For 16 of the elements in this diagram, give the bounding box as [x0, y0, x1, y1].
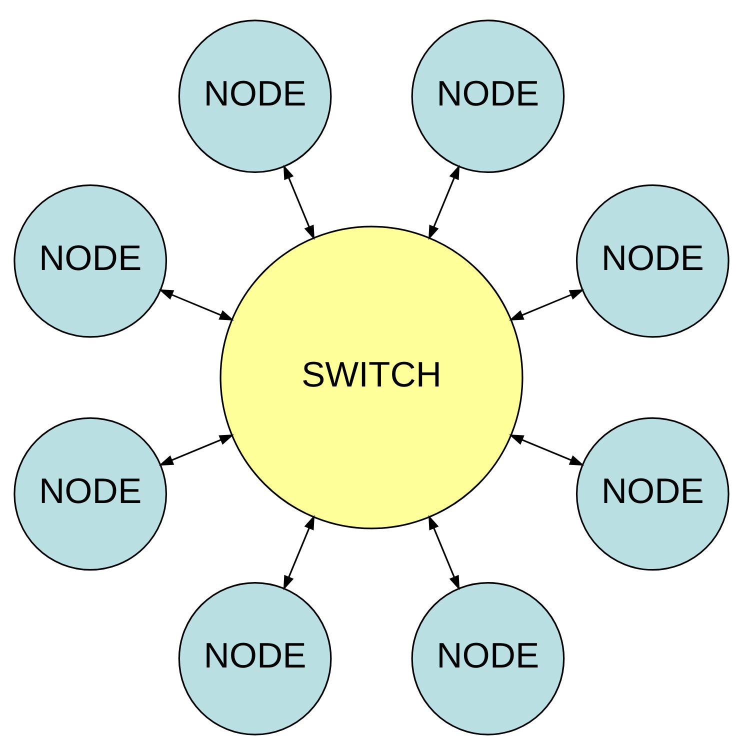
node-circle: NODE	[178, 581, 332, 735]
node-circle: NODE	[576, 416, 730, 570]
arrow	[283, 514, 315, 590]
arrow	[428, 164, 460, 240]
arrow	[428, 514, 460, 590]
node-circle: NODE	[576, 184, 730, 338]
node-circle: NODE	[14, 184, 168, 338]
arrow	[509, 434, 584, 466]
node-circle: NODE	[411, 19, 565, 173]
node-circle: NODE	[411, 581, 565, 735]
arrow	[158, 288, 234, 320]
arrow	[509, 288, 584, 320]
arrow	[283, 164, 315, 240]
arrow	[158, 434, 234, 466]
node-circle: NODE	[14, 416, 168, 570]
node-circle: NODE	[178, 19, 332, 173]
